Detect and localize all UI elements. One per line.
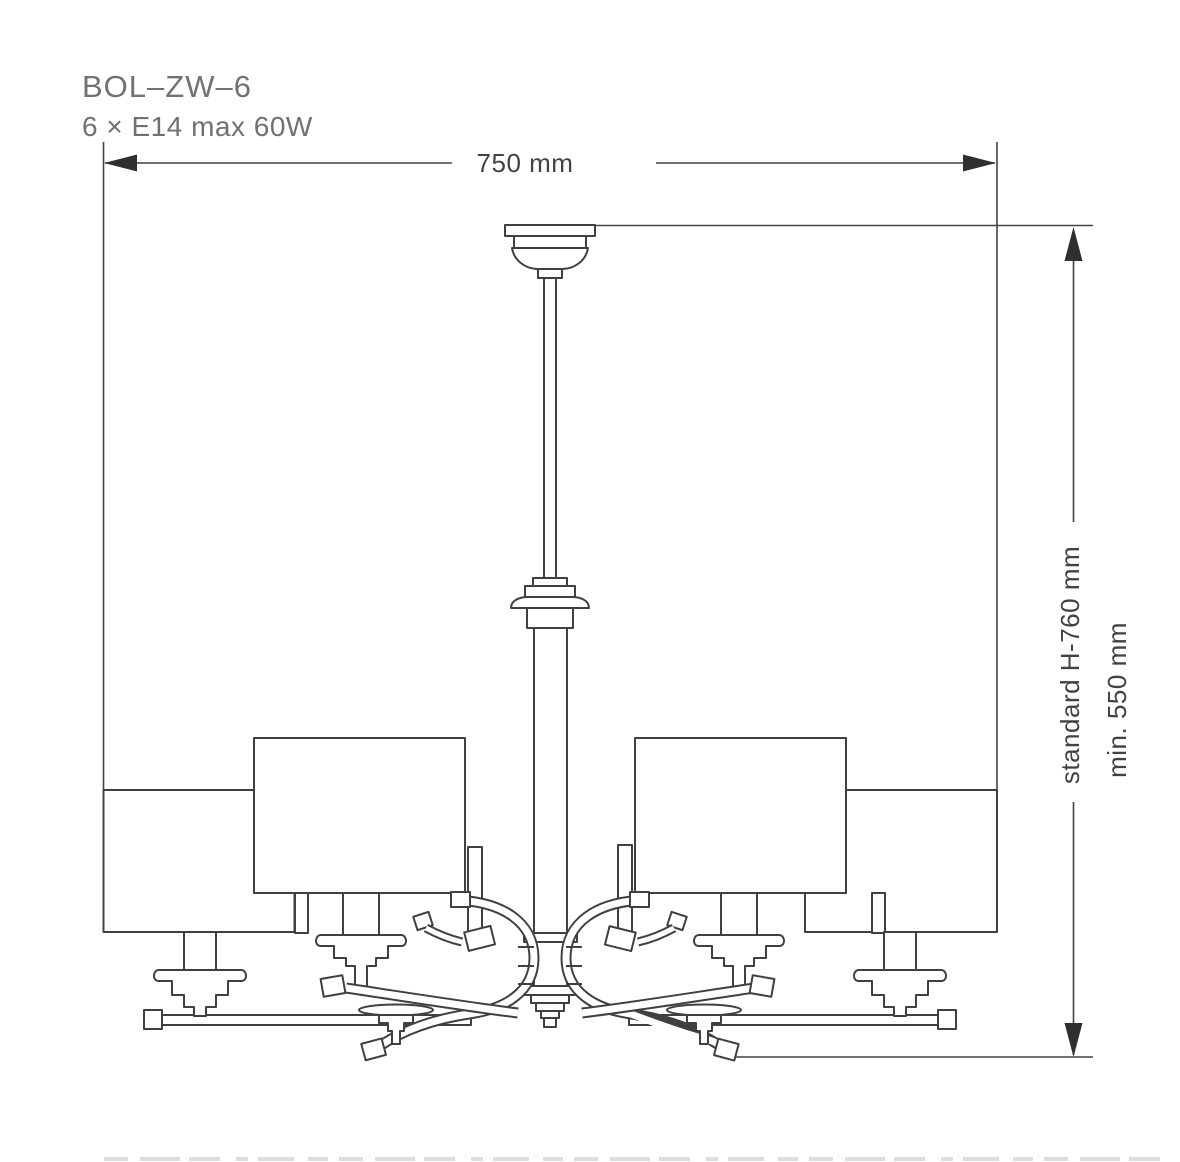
bobeche-rear-right xyxy=(852,969,948,1017)
diagonal-arm-caps xyxy=(319,974,776,998)
canopy-step xyxy=(513,235,587,249)
product-model-label: BOL–ZW–6 xyxy=(82,69,252,104)
width-dimension: 750 mm xyxy=(102,142,998,790)
candle-tube-rear-left xyxy=(183,931,217,971)
finial-tip xyxy=(543,1017,557,1028)
joint-cap xyxy=(532,577,568,587)
product-lamping-label: 6 × E14 max 60W xyxy=(82,111,313,142)
dimension-arrow-right-icon xyxy=(963,154,996,172)
candle-tube-front-left xyxy=(342,892,380,936)
shade-front-left xyxy=(253,737,466,894)
diagonal-arm-cap-right xyxy=(748,974,776,998)
joint-skirt xyxy=(510,596,590,609)
arm-cap-a-right xyxy=(603,925,637,953)
candle-tube-rear-right xyxy=(883,931,917,971)
curved-arm-tip-cap-left xyxy=(360,1037,387,1062)
rear-arm-connectors xyxy=(423,924,677,947)
canopy-dome xyxy=(511,247,589,270)
canopy-top-plate xyxy=(504,224,596,237)
arm-cap-rear-left xyxy=(143,1009,163,1030)
finial-step-1 xyxy=(530,994,570,1004)
hidden-tube-right xyxy=(617,844,633,934)
finial-step-3 xyxy=(540,1010,560,1019)
joint-box xyxy=(526,607,574,629)
chandelier-drawing xyxy=(102,737,998,1030)
dimension-arrow-up-icon xyxy=(1064,227,1083,261)
suspension-rod xyxy=(543,277,557,579)
dimension-arrow-left-icon xyxy=(104,154,137,172)
hidden-tube-far-right xyxy=(871,892,886,934)
joint-plate xyxy=(524,585,576,598)
dimension-arrow-down-icon xyxy=(1064,1023,1083,1057)
candle-tube-front-right xyxy=(720,892,758,936)
hidden-tube-left xyxy=(467,846,483,934)
hidden-tube-far-left xyxy=(294,892,309,934)
arm-cap-rear-right xyxy=(937,1009,957,1030)
curved-arm-top-cap-right xyxy=(629,891,650,908)
arm-cap-a-left xyxy=(463,924,497,952)
canopy-collar xyxy=(537,268,563,279)
diagonal-arms xyxy=(345,982,755,1019)
height-dimension: standard H-760 mm min. 550 mm xyxy=(595,224,1132,1058)
finial-step-2 xyxy=(535,1002,565,1012)
central-column xyxy=(504,224,596,1028)
height-standard-value: standard H-760 mm xyxy=(1055,546,1085,784)
curved-arm-tip-cap-right xyxy=(713,1037,740,1062)
column-shaft xyxy=(533,627,568,989)
width-dimension-value: 750 mm xyxy=(477,148,574,178)
shade-front-right xyxy=(634,737,847,894)
curved-arm-top-cap-left xyxy=(450,891,471,908)
bobeche-rear-left xyxy=(152,969,248,1017)
diagonal-arm-cap-left xyxy=(319,974,347,998)
curved-arm-caps xyxy=(360,891,740,1062)
height-min-value: min. 550 mm xyxy=(1102,622,1132,778)
